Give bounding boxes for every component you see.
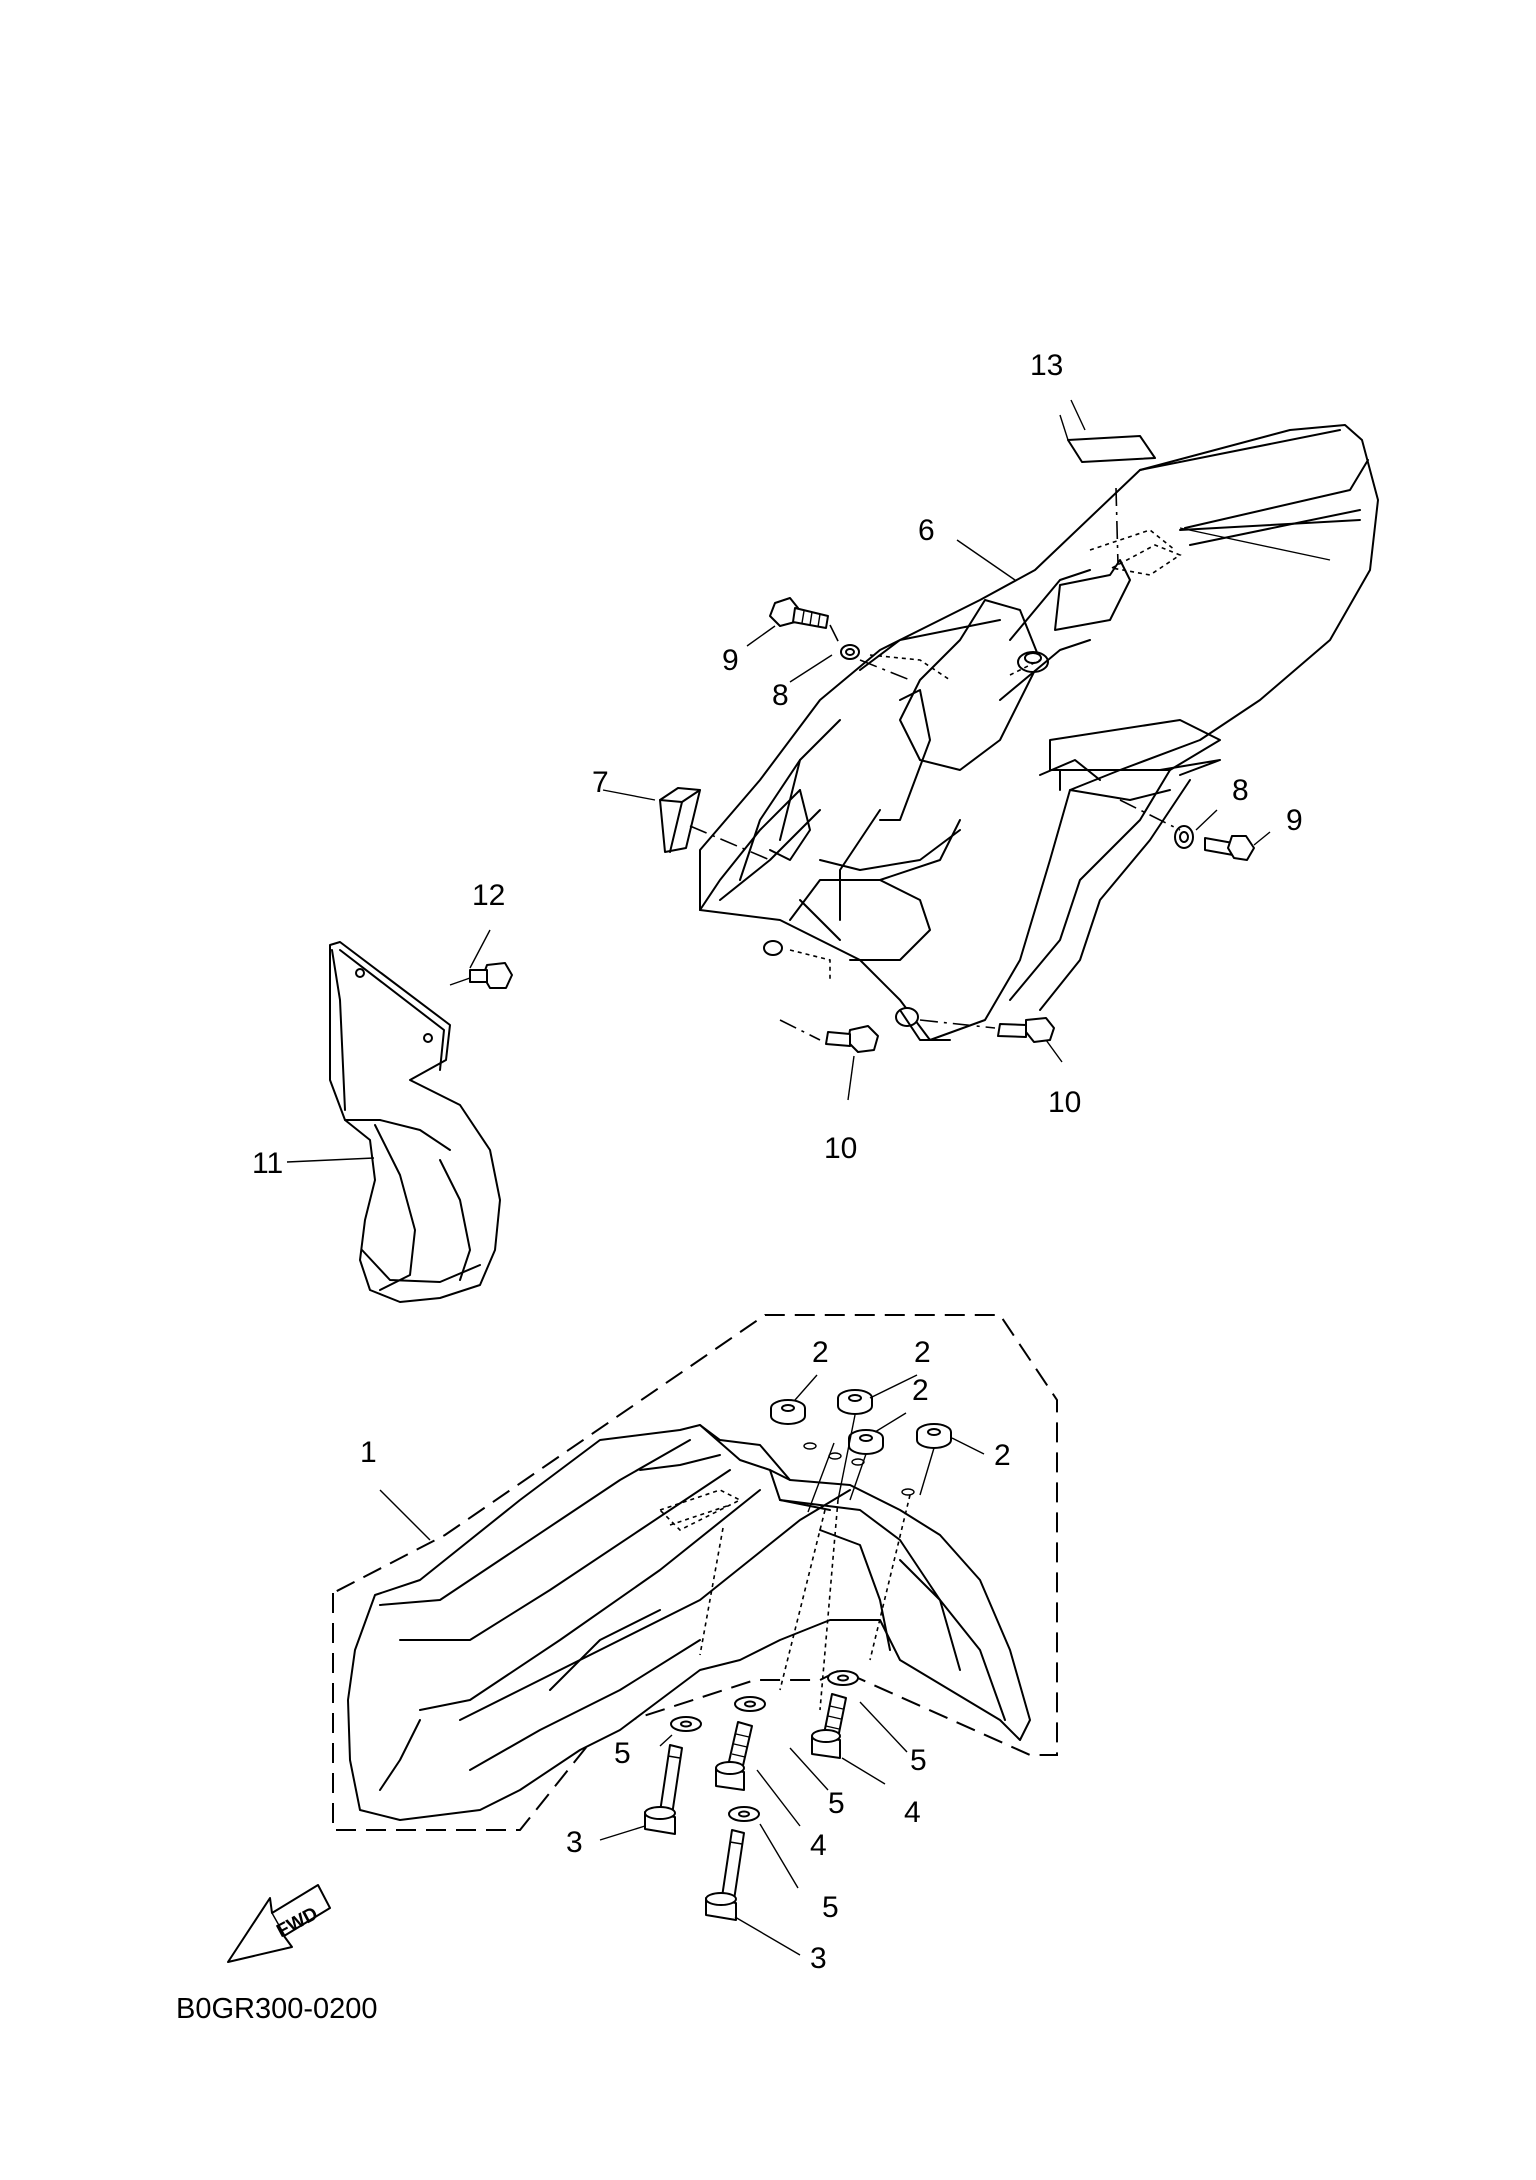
bolt-9-left <box>769 597 911 681</box>
pad-7 <box>659 787 771 861</box>
callouts: 13 6 9 8 7 8 9 12 10 10 11 2 2 2 2 1 5 5… <box>252 349 1303 1975</box>
callout-4: 4 <box>810 1829 827 1862</box>
screw-12 <box>449 962 513 989</box>
callout-6: 6 <box>918 514 935 547</box>
callout-9: 9 <box>1286 804 1303 837</box>
callout-5: 5 <box>822 1891 839 1924</box>
bolt-4-a <box>715 1721 753 1791</box>
washer-5-b <box>734 1696 766 1712</box>
washer-5-d <box>728 1806 760 1822</box>
callout-3: 3 <box>810 1942 827 1975</box>
leader-lines <box>286 399 1271 1956</box>
washer-5-c <box>827 1670 859 1686</box>
callout-1: 1 <box>360 1436 377 1469</box>
rear-fender <box>699 424 1379 1041</box>
callout-3: 3 <box>566 1826 583 1859</box>
bolt-10-right <box>919 1017 1055 1043</box>
washer-5-a <box>670 1716 702 1732</box>
mud-flap <box>329 941 501 1303</box>
callout-7: 7 <box>592 766 609 799</box>
callout-10: 10 <box>1048 1086 1081 1119</box>
grommet-leaders <box>807 1414 935 1513</box>
callout-2: 2 <box>812 1336 829 1369</box>
front-fender-assy-boundary <box>332 1314 1058 1831</box>
bolt-3-a <box>644 1744 683 1835</box>
bolt-4-b <box>811 1693 847 1759</box>
bolt-9-right <box>1119 799 1255 861</box>
callout-2: 2 <box>914 1336 931 1369</box>
callout-8: 8 <box>772 679 789 712</box>
grommet-2-b <box>837 1389 873 1415</box>
callout-2: 2 <box>994 1439 1011 1472</box>
decal-13 <box>1059 414 1156 566</box>
grommet-2-d <box>916 1423 952 1449</box>
callout-10: 10 <box>824 1132 857 1165</box>
bolt-3-b <box>705 1829 745 1921</box>
callout-5: 5 <box>828 1787 845 1820</box>
callout-2: 2 <box>912 1374 929 1407</box>
callout-13: 13 <box>1030 349 1063 382</box>
diagram-code: B0GR300-0200 <box>176 1993 378 2025</box>
callout-5: 5 <box>614 1737 631 1770</box>
callout-9: 9 <box>722 644 739 677</box>
grommet-2-c <box>848 1429 884 1455</box>
bolt-10-lower <box>779 1019 879 1053</box>
callout-4: 4 <box>904 1796 921 1829</box>
front-fender <box>347 1424 1031 1821</box>
callout-11: 11 <box>252 1147 283 1180</box>
callout-8: 8 <box>1232 774 1249 807</box>
fwd-arrow-icon: FWD <box>227 1884 331 1963</box>
grommet-2-a <box>770 1399 806 1425</box>
callout-5: 5 <box>910 1744 927 1777</box>
callout-12: 12 <box>472 879 505 912</box>
